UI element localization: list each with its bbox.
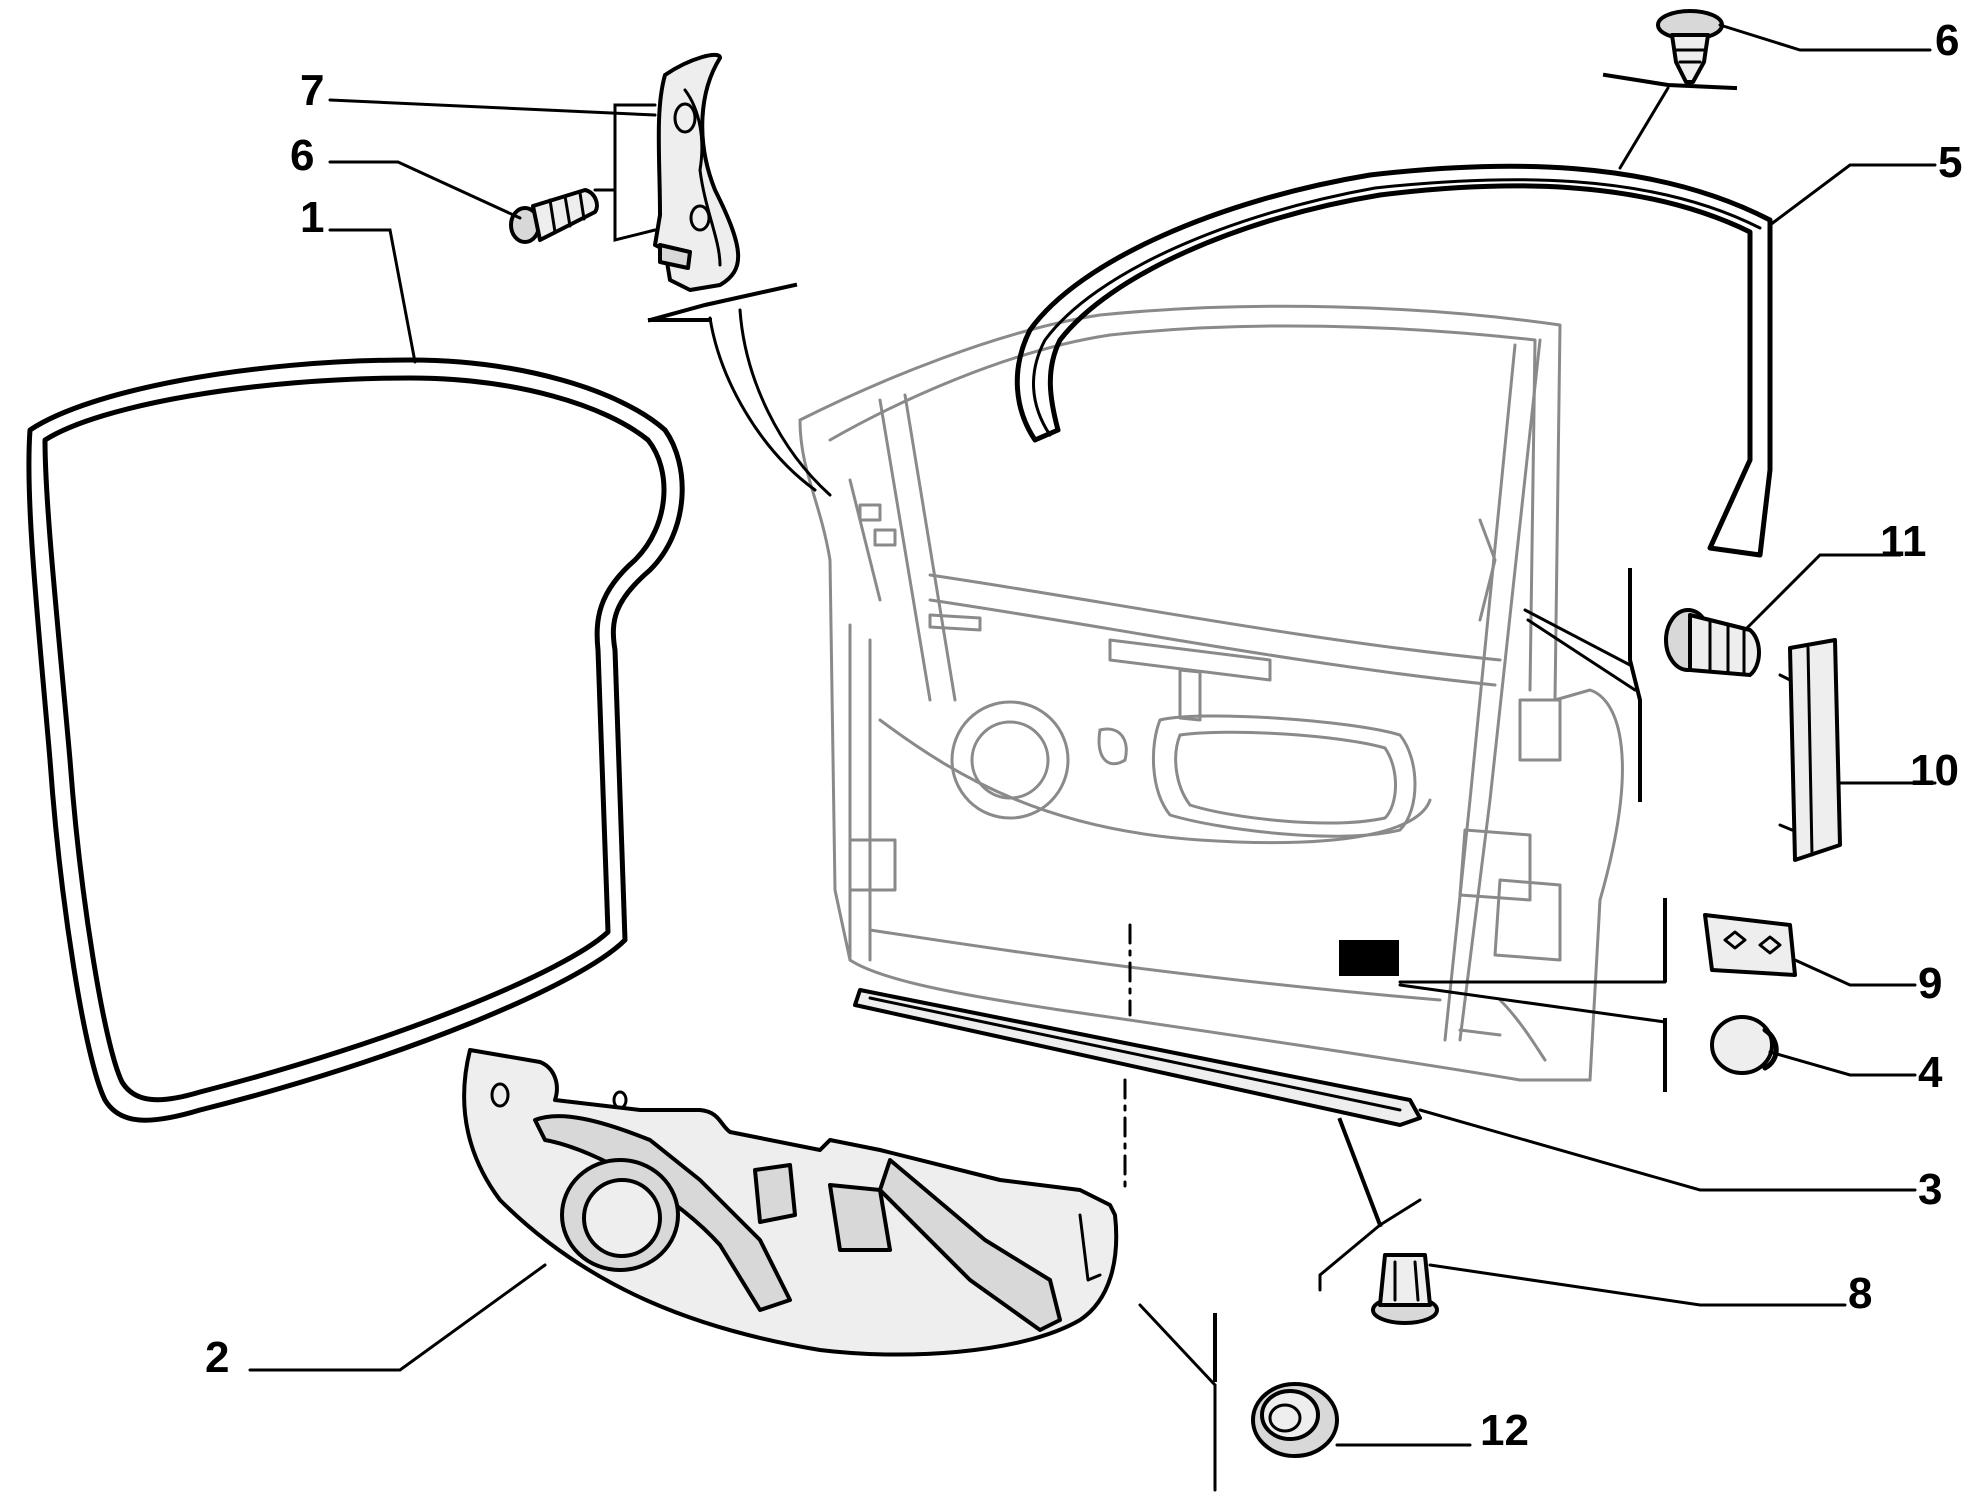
- callout-5: 5: [1938, 138, 1962, 187]
- label-patch: [1339, 940, 1399, 976]
- part-6-screw-left: [509, 188, 599, 244]
- callout-6-right: 6: [1935, 16, 1959, 65]
- callout-8: 8: [1848, 1269, 1872, 1318]
- part-3-lower-strip: [853, 988, 1422, 1127]
- part-7-bracket: [653, 52, 741, 292]
- part-11-plug: [1664, 608, 1761, 677]
- callout-11: 11: [1880, 517, 1927, 566]
- door-frame: [798, 304, 1624, 1082]
- callout-10: 10: [1910, 746, 1959, 795]
- callout-2: 2: [205, 1333, 229, 1382]
- callout-7: 7: [300, 66, 324, 115]
- part-5-window-seal: [1014, 163, 1773, 558]
- callout-1: 1: [300, 193, 324, 242]
- part-12-grommet: [1251, 1382, 1339, 1458]
- callout-labels: 1 2 3 4 5 6 6 7 8 9 10 11 12: [205, 16, 1962, 1455]
- part-6-clip-right: [1656, 9, 1724, 84]
- part-4-cap: [1710, 1015, 1779, 1075]
- callout-3: 3: [1918, 1165, 1942, 1214]
- part-9-label: [1703, 913, 1797, 977]
- callout-9: 9: [1918, 959, 1942, 1008]
- part-2-inner-panel: [462, 1048, 1119, 1357]
- callout-6-left: 6: [290, 131, 314, 180]
- callout-4: 4: [1918, 1048, 1943, 1097]
- part-8-push-clip: [1371, 1253, 1439, 1325]
- part-10-trim-strip: [1778, 638, 1842, 862]
- callout-12: 12: [1480, 1406, 1529, 1455]
- leader-lines: [248, 23, 1937, 1492]
- part-1-door-seal: [26, 357, 685, 1123]
